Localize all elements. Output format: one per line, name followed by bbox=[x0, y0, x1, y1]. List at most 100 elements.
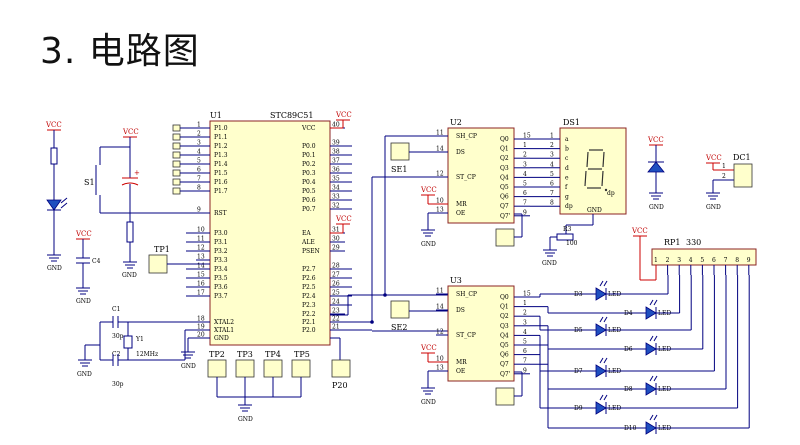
p1-pad bbox=[172, 187, 181, 195]
se2-pad: SE2 bbox=[390, 300, 448, 332]
rp1-pin-number: 2 bbox=[666, 257, 670, 264]
gnd-label: GND bbox=[421, 241, 436, 248]
shift-right-pin-number: 4 bbox=[523, 171, 527, 178]
u1-left-pin-label: P3.4 bbox=[214, 266, 228, 273]
u1-left-pin-label: P3.5 bbox=[214, 275, 228, 282]
gnd-label: GND bbox=[649, 204, 664, 211]
u1-left-pin-label: P3.2 bbox=[214, 248, 228, 255]
p1-pad bbox=[172, 142, 181, 150]
u3-q7s-pad bbox=[495, 387, 515, 406]
ds1-pin-number: 3 bbox=[550, 152, 554, 159]
u1-left-pin-number: 15 bbox=[197, 272, 205, 279]
shift-right-pin-number: 4 bbox=[523, 329, 527, 336]
u1-left-pin-number: 17 bbox=[197, 290, 205, 297]
shift-right-pin-label: Q0 bbox=[500, 136, 509, 143]
p1-pad bbox=[172, 133, 181, 141]
u2-label: U2 bbox=[450, 118, 462, 127]
tp5-label: TP5 bbox=[294, 350, 310, 359]
u1-left-pin-number: 11 bbox=[197, 236, 205, 243]
vcc-label: VCC bbox=[335, 215, 352, 223]
shift-left-pin-label: ST_CP bbox=[456, 332, 476, 339]
rp1-pin-number: 6 bbox=[712, 257, 716, 264]
dp-label: dp bbox=[607, 190, 615, 197]
shift-right-pin-number: 1 bbox=[523, 142, 527, 149]
ds1-segment-label: b bbox=[565, 146, 569, 153]
shift-right-pin-label: Q7 bbox=[500, 361, 509, 368]
shift-right-pin-number: 5 bbox=[523, 181, 527, 188]
shift-right-pin-number: 6 bbox=[523, 348, 527, 355]
shift-left-pin-label: MR bbox=[456, 359, 467, 366]
u1-right-pin-number: 35 bbox=[332, 176, 340, 183]
u1-right-pin-label: P0.1 bbox=[302, 152, 316, 159]
u1-right-pin-label: P2.0 bbox=[302, 327, 316, 334]
shift-right-pin-number: 15 bbox=[523, 291, 531, 298]
power-led-branch: VCC GND bbox=[45, 121, 68, 272]
shift-right-pin-number: 9 bbox=[523, 367, 527, 374]
shift-right-pin-label: Q1 bbox=[500, 146, 509, 153]
u1-left-pin-label: P3.6 bbox=[214, 284, 228, 291]
u1-right-pin-number: 21 bbox=[332, 324, 340, 331]
u1-right-pin-number: 31 bbox=[332, 227, 340, 234]
gnd-label: GND bbox=[542, 260, 557, 267]
vcc-label: VCC bbox=[420, 344, 437, 352]
vcc-label: VCC bbox=[705, 154, 722, 162]
shift-right-pin-label: Q5 bbox=[500, 342, 509, 349]
gnd-label: GND bbox=[181, 363, 196, 370]
c2-value: 30p bbox=[112, 381, 124, 388]
rp1-pin-number: 7 bbox=[724, 257, 728, 264]
u1-left-pin-number: 10 bbox=[197, 227, 205, 234]
shift-right-pin-label: Q7' bbox=[500, 371, 511, 378]
vcc-label: VCC bbox=[75, 230, 92, 238]
y1-label: Y1 bbox=[135, 336, 144, 343]
dc1-pin-1: 1 bbox=[722, 163, 726, 170]
u1-right-pin-number: 38 bbox=[332, 149, 340, 156]
crystal-circuit: C1 30p Y1 12MHz C2 30p GND bbox=[77, 306, 210, 388]
shift-right-pin-label: Q3 bbox=[500, 323, 509, 330]
u1-right-pin-number: 32 bbox=[332, 203, 340, 210]
u1-right-pin-label: P0.6 bbox=[302, 197, 316, 204]
shift-right-pin-label: Q2 bbox=[500, 313, 509, 320]
u3-mr-oe-power: VCC GND bbox=[420, 344, 448, 406]
u1-left-pin-number: 14 bbox=[197, 263, 205, 270]
shift-left-pin-number: 14 bbox=[436, 146, 444, 153]
rp1-value: 330 bbox=[686, 238, 701, 247]
shift-right-pin-label: Q3 bbox=[500, 165, 509, 172]
power-diode: VCC GND bbox=[647, 136, 665, 211]
c2-label: C2 bbox=[112, 351, 121, 358]
se1-label: SE1 bbox=[391, 165, 407, 174]
led-ref-label: D6 bbox=[624, 346, 633, 353]
rp1-pin-number: 8 bbox=[735, 257, 739, 264]
u1-right-pin-label: P0.5 bbox=[302, 188, 316, 195]
u1-left-pin-label: P1.2 bbox=[214, 143, 228, 150]
shift-right-pin-label: Q4 bbox=[500, 174, 509, 181]
shift-right-pin-number: 1 bbox=[523, 300, 527, 307]
u1-right-pin-label: P0.7 bbox=[302, 206, 316, 213]
u1-right-pin-label: P2.6 bbox=[302, 275, 316, 282]
u1-right-pin-label: P2.7 bbox=[302, 266, 316, 273]
u1-left-pin-number: 19 bbox=[197, 324, 205, 331]
gnd-label: GND bbox=[122, 272, 137, 279]
p1-pad bbox=[172, 124, 181, 132]
led-ref-label: D3 bbox=[574, 291, 583, 298]
rp1-pin-number: 3 bbox=[677, 257, 681, 264]
u1-right-pin-number: 22 bbox=[332, 316, 340, 323]
shift-right-pin-label: Q7 bbox=[500, 203, 509, 210]
s1-label: S1 bbox=[84, 178, 95, 187]
shift-left-pin-number: 11 bbox=[436, 288, 444, 295]
ds1-segment-label: a bbox=[565, 136, 569, 143]
r3-value: 100 bbox=[566, 240, 578, 247]
u1-vcc-symbol: VCC bbox=[330, 111, 352, 129]
u1-right-pin-label: VCC bbox=[301, 125, 316, 132]
u1-right-pin-number: 23 bbox=[332, 308, 340, 315]
u1-left-pin-label: P3.1 bbox=[214, 239, 228, 246]
u1-right-pin-number: 33 bbox=[332, 194, 340, 201]
gnd-label: GND bbox=[421, 399, 436, 406]
u1-right-pin-number: 39 bbox=[332, 140, 340, 147]
shift-left-pin-label: OE bbox=[456, 368, 465, 375]
shift-right-pin-number: 6 bbox=[523, 190, 527, 197]
